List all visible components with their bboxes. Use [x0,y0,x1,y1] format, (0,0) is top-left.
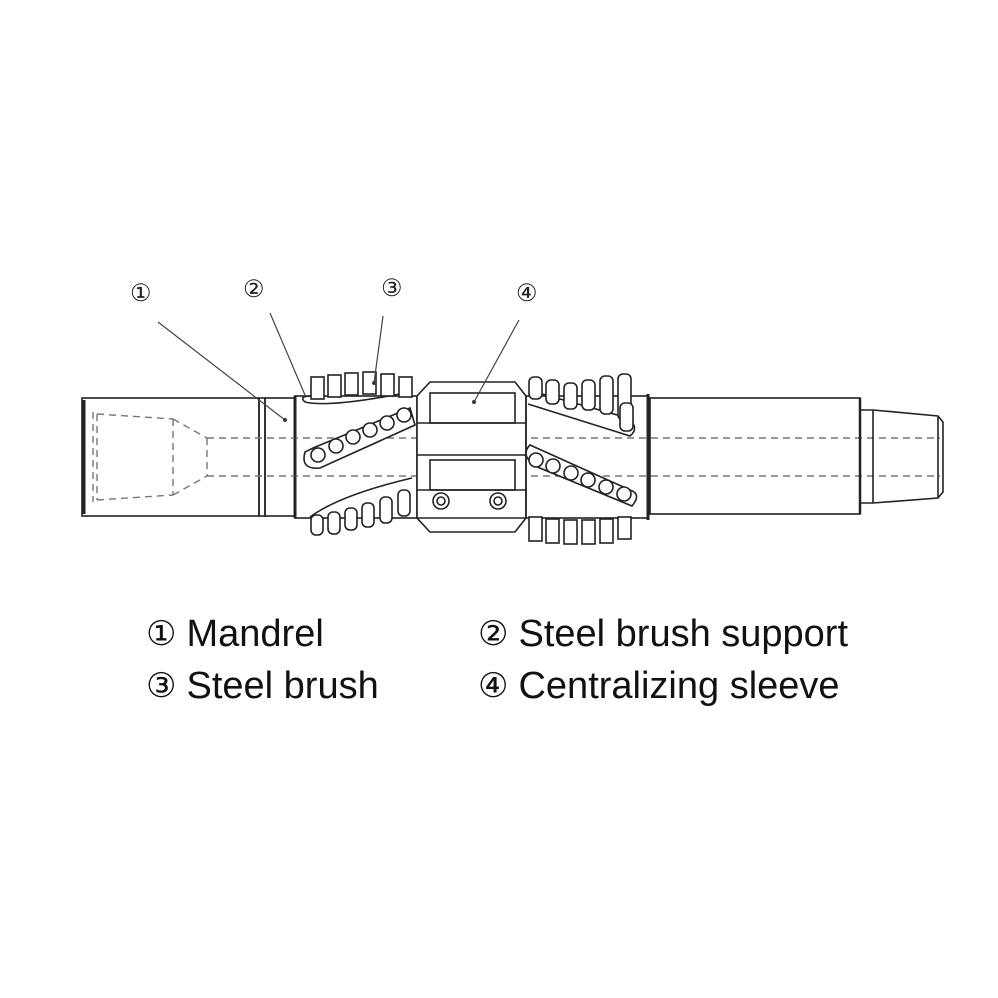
legend-item-steel-brush: ③ Steel brush [146,665,478,708]
mandrel-right-section [649,397,944,515]
steel-brush-left-top [310,371,413,400]
legend-item-steel-brush-support: ② Steel brush support [478,613,848,656]
legend: ① Mandrel ② Steel brush support ③ Steel … [146,608,906,712]
legend-label: Steel brush support [518,612,849,655]
legend-label: Centralizing sleeve [518,664,840,707]
legend-item-mandrel: ① Mandrel [146,613,478,656]
centralizing-sleeve [416,381,527,533]
callout-1: ① [130,279,152,307]
legend-item-centralizing-sleeve: ④ Centralizing sleeve [478,665,840,708]
steel-brush-right-bottom [528,516,632,545]
steel-brush-left-diagonal [310,407,412,463]
steel-brush-right-diagonal [528,452,632,502]
steel-brush-right-top [528,373,634,432]
legend-number: ② [478,614,509,654]
legend-row: ③ Steel brush ④ Centralizing sleeve [146,660,906,712]
legend-number: ① [146,614,177,654]
legend-row: ① Mandrel ② Steel brush support [146,608,906,660]
leader-lines [157,312,520,423]
mandrel-left-section [81,396,297,518]
legend-number: ③ [146,666,177,706]
callout-2: ② [243,275,265,303]
legend-label: Steel brush [186,664,379,707]
callout-4: ④ [516,279,538,307]
steel-brush-left-bottom [310,489,411,536]
legend-label: Mandrel [186,612,324,655]
callout-3: ③ [381,274,403,302]
legend-number: ④ [478,666,509,706]
